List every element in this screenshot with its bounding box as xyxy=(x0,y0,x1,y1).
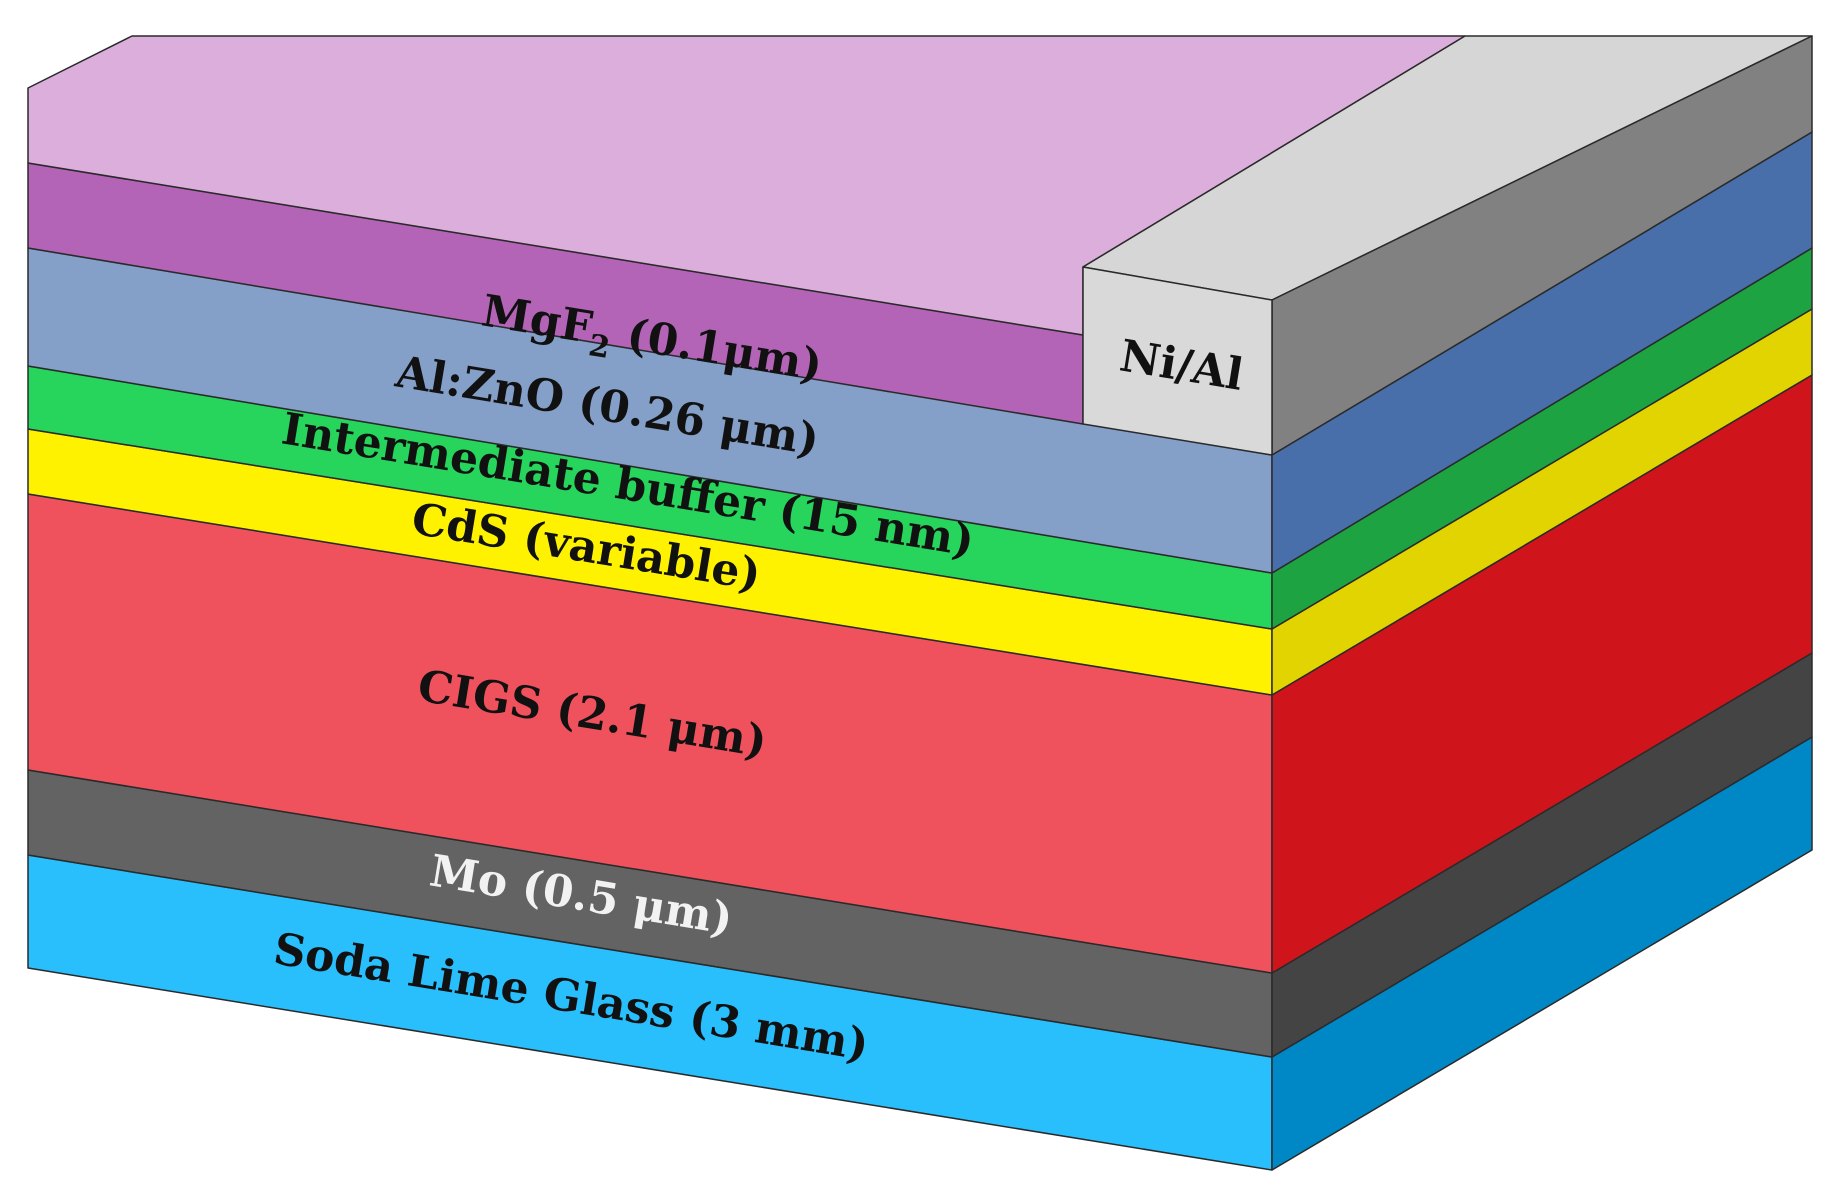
contact-front xyxy=(1082,266,1273,456)
